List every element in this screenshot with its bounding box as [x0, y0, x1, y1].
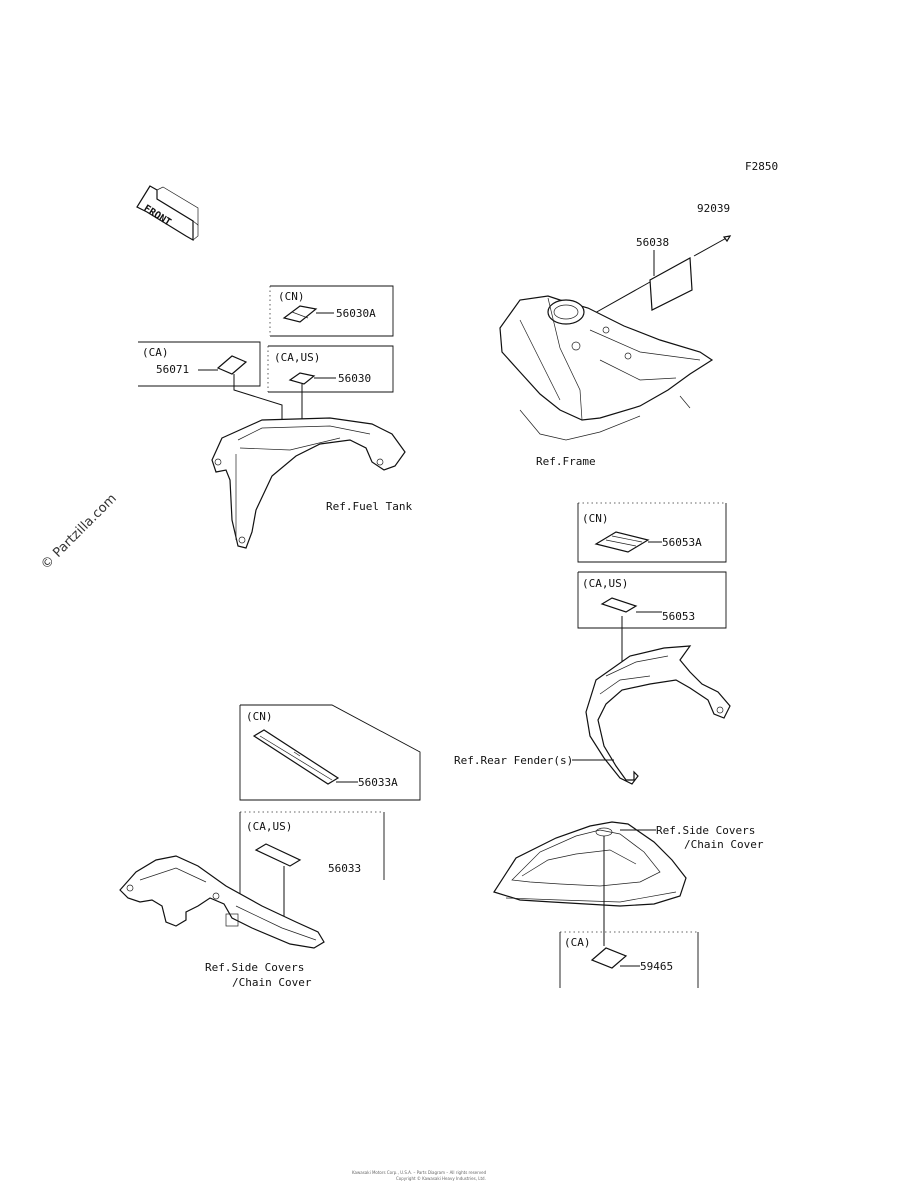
front-arrow-icon: FRONT: [136, 185, 199, 242]
ref-side-covers-right-1: Ref.Side Covers: [656, 824, 755, 837]
side-cover-group: Ref.Side Covers /Chain Cover (CA) 59465: [493, 821, 764, 988]
callout-56030A: 56030A: [336, 307, 376, 320]
tag-cn-tank: (CN): [278, 290, 305, 303]
tag-caus-chain: (CA,US): [246, 820, 292, 833]
tag-ca-cover: (CA): [564, 936, 591, 949]
footer-line-1: Kawasaki Motors Corp., U.S.A. – Parts Di…: [352, 1170, 487, 1175]
ref-side-covers-left-2: /Chain Cover: [232, 976, 312, 989]
frame-head-icon: [499, 295, 714, 421]
tag-caus-tank: (CA,US): [274, 351, 320, 364]
decal-56033-icon: [254, 843, 302, 867]
decal-56053A-icon: [594, 531, 650, 553]
callout-56033A: 56033A: [358, 776, 398, 789]
rear-fender-group: (CN) 56053A (CA,US) 56053 Ref.Rear Fende…: [454, 502, 731, 785]
callout-92039: 92039: [697, 202, 730, 215]
label-plate-56038-icon: [649, 257, 693, 311]
frame-group: 92039 56038 Ref.Frame: [499, 202, 732, 468]
callout-56038: 56038: [636, 236, 669, 249]
chain-cover-icon: [119, 855, 325, 949]
decal-56053-icon: [600, 597, 638, 613]
callout-59465: 59465: [640, 960, 673, 973]
decal-56071-icon: [216, 355, 248, 375]
figure-code: F2850: [745, 160, 778, 173]
rear-fender-icon: [585, 645, 731, 785]
label-59465-icon: [590, 947, 628, 969]
ref-frame: Ref.Frame: [536, 455, 596, 468]
ref-rear-fender: Ref.Rear Fender(s): [454, 754, 573, 767]
footer-line-2: Copyright © Kawasaki Heavy Industries, L…: [396, 1176, 486, 1181]
decal-56030A-icon: [282, 305, 318, 323]
decal-56030-icon: [288, 372, 316, 385]
callout-56030: 56030: [338, 372, 371, 385]
fuel-tank-cover-icon: [211, 417, 406, 549]
tag-cn-fender: (CN): [582, 512, 609, 525]
chain-cover-group: (CN) 56033A (CA,US) 56033 Ref.Side Cover…: [119, 704, 421, 989]
tag-cn-chain: (CN): [246, 710, 273, 723]
ref-side-covers-right-2: /Chain Cover: [684, 838, 764, 851]
side-cover-icon: [493, 821, 687, 907]
tag-ca-tank: (CA): [142, 346, 169, 359]
tag-caus-fender: (CA,US): [582, 577, 628, 590]
callout-56053A: 56053A: [662, 536, 702, 549]
callout-56033: 56033: [328, 862, 361, 875]
ref-fuel-tank: Ref.Fuel Tank: [326, 500, 412, 513]
callout-56071: 56071: [156, 363, 189, 376]
callout-56053: 56053: [662, 610, 695, 623]
watermark: © Partzilla.com: [38, 491, 120, 573]
fuel-tank-group: (CN) 56030A (CA,US) 56030 (CA) 56071 Ref…: [138, 285, 412, 549]
ref-side-covers-left-1: Ref.Side Covers: [205, 961, 304, 974]
